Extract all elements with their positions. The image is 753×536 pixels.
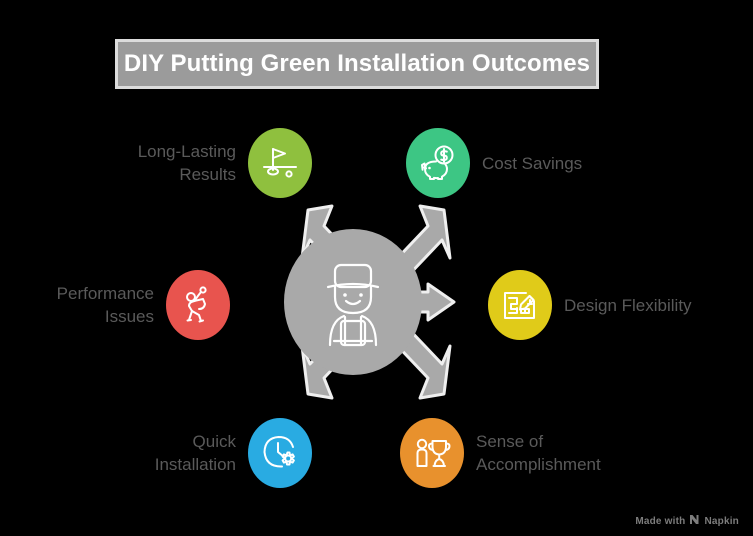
node-long-lasting-results[interactable]: Long-Lasting Results bbox=[0, 128, 312, 198]
node-bubble-performance-issues[interactable] bbox=[166, 270, 230, 340]
node-label-sense-of-accomplishment: Sense of Accomplishment bbox=[476, 432, 601, 474]
watermark-brand: Napkin bbox=[704, 515, 739, 527]
node-label-design-flexibility: Design Flexibility bbox=[564, 295, 692, 315]
piggy-bank-dollar-icon bbox=[421, 145, 454, 180]
blueprint-pencil-icon bbox=[504, 292, 535, 319]
node-label-cost-savings: Cost Savings bbox=[482, 153, 583, 173]
clock-gear-icon bbox=[263, 436, 295, 468]
node-bubble-quick-installation[interactable] bbox=[248, 418, 312, 488]
node-bubble-sense-of-accomplishment[interactable] bbox=[400, 418, 464, 488]
node-design-flexibility[interactable]: Design Flexibility bbox=[488, 270, 753, 340]
node-bubble-cost-savings[interactable] bbox=[406, 128, 470, 198]
napkin-watermark: Made with Napkin bbox=[635, 514, 739, 528]
person-trophy-icon bbox=[416, 438, 451, 467]
watermark-prefix: Made with bbox=[635, 515, 686, 527]
node-label-performance-issues: Performance Issues bbox=[56, 284, 154, 326]
node-bubble-long-lasting-results[interactable] bbox=[248, 128, 312, 198]
node-label-quick-installation: Quick Installation bbox=[154, 432, 236, 474]
golfer-swing-icon bbox=[186, 286, 207, 323]
node-quick-installation[interactable]: Quick Installation bbox=[0, 418, 312, 488]
node-sense-of-accomplishment[interactable]: Sense of Accomplishment bbox=[400, 418, 753, 488]
node-cost-savings[interactable]: Cost Savings bbox=[406, 128, 753, 198]
diagram-title-bar: DIY Putting Green Installation Outcomes bbox=[115, 39, 599, 89]
worker-person-icon bbox=[326, 263, 380, 347]
central-worker-hub bbox=[284, 229, 422, 375]
putting-green-flag-icon bbox=[263, 148, 297, 178]
node-bubble-design-flexibility[interactable] bbox=[488, 270, 552, 340]
node-label-long-lasting-results: Long-Lasting Results bbox=[137, 142, 236, 184]
napkin-logo-icon bbox=[689, 514, 700, 528]
node-performance-issues[interactable]: Performance Issues bbox=[0, 270, 230, 340]
page-title: DIY Putting Green Installation Outcomes bbox=[123, 50, 591, 77]
